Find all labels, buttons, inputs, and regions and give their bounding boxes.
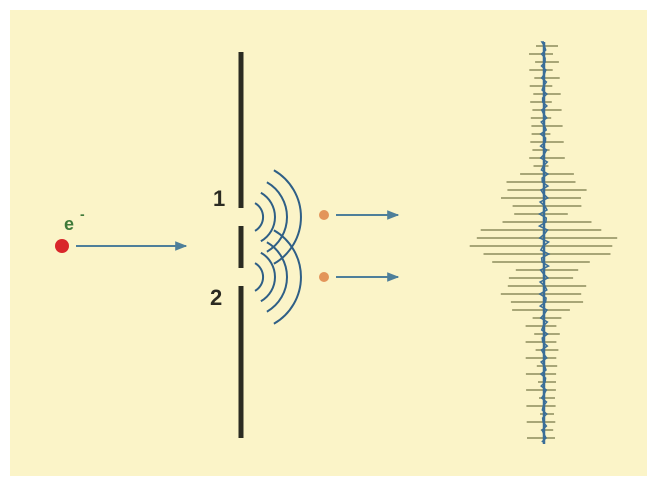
electron-label: e [64, 214, 74, 234]
electron-charge-superscript: - [80, 206, 85, 222]
slit-1-label: 1 [213, 186, 225, 211]
slit-2-label: 2 [210, 285, 222, 310]
emitted-electron-dot-1 [319, 210, 329, 220]
electron-source-dot [55, 239, 69, 253]
emitted-electron-dot-2 [319, 272, 329, 282]
